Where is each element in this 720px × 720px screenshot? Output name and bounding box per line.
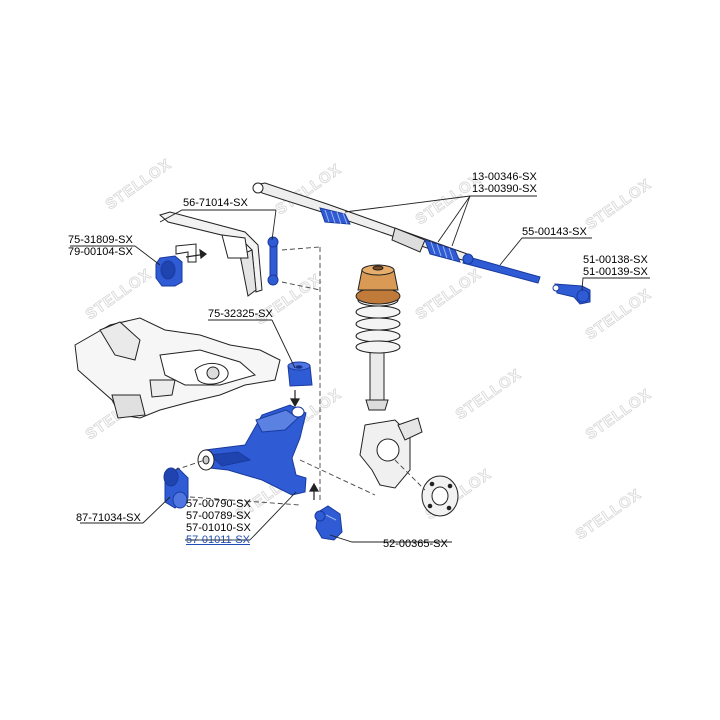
watermark-text: STELLOX [583,386,655,444]
label-control-arm-4-link[interactable]: 57-01011-SX [186,534,251,546]
subframe-bushing [163,467,189,509]
control-arm-bushing-front [197,449,215,471]
assembly-arrows [185,248,320,500]
label-stabilizer-bushing-1[interactable]: 75-31809-SX [68,234,133,246]
label-tie-rod-end-2[interactable]: 51-00139-SX [583,266,648,278]
watermark-text: STELLOX [583,286,655,344]
watermark-text: STELLOX [103,156,175,214]
stabilizer-bar [158,211,263,297]
label-control-arm-1[interactable]: 57-00790-SX [186,498,251,510]
strut-mount [355,264,401,305]
subframe [74,317,281,419]
label-tie-rod-end-1[interactable]: 51-00138-SX [583,254,648,266]
label-control-arm-3[interactable]: 57-01010-SX [186,522,251,534]
label-control-arm-2[interactable]: 57-00789-SX [186,510,251,522]
dashed-guides [174,246,426,506]
tie-rod [462,253,541,284]
label-ball-joint[interactable]: 52-00365-SX [383,538,448,550]
control-arm-bushing [287,361,313,387]
watermark-text: STELLOX [413,266,485,324]
watermark-text: STELLOX [573,486,645,544]
label-control-arm-bushing-top[interactable]: 75-32325-SX [208,308,273,320]
label-stabilizer-link[interactable]: 56-71014-SX [183,197,248,209]
leader-lines [70,195,650,543]
ball-joint [314,505,343,541]
label-steering-boot-2[interactable]: 13-00390-SX [472,183,537,195]
strut [365,344,389,411]
tie-rod-end [552,283,591,305]
stabilizer-bracket [175,243,197,263]
watermark-text: STELLOX [453,366,525,424]
watermark-text: STELLOX [83,266,155,324]
watermark-text: STELLOX [583,176,655,234]
label-tie-rod[interactable]: 55-00143-SX [522,226,587,238]
steering-knuckle [359,417,423,489]
label-steering-boot-1[interactable]: 13-00346-SX [472,171,537,183]
lower-control-arm [204,404,307,496]
steering-boots [319,207,461,263]
label-subframe-bushing[interactable]: 87-71034-SX [76,512,141,524]
label-stabilizer-bushing-2[interactable]: 79-00104-SX [68,246,133,258]
stabilizer-bushing [155,255,183,287]
stabilizer-link [267,236,279,286]
wheel-hub [421,475,459,517]
